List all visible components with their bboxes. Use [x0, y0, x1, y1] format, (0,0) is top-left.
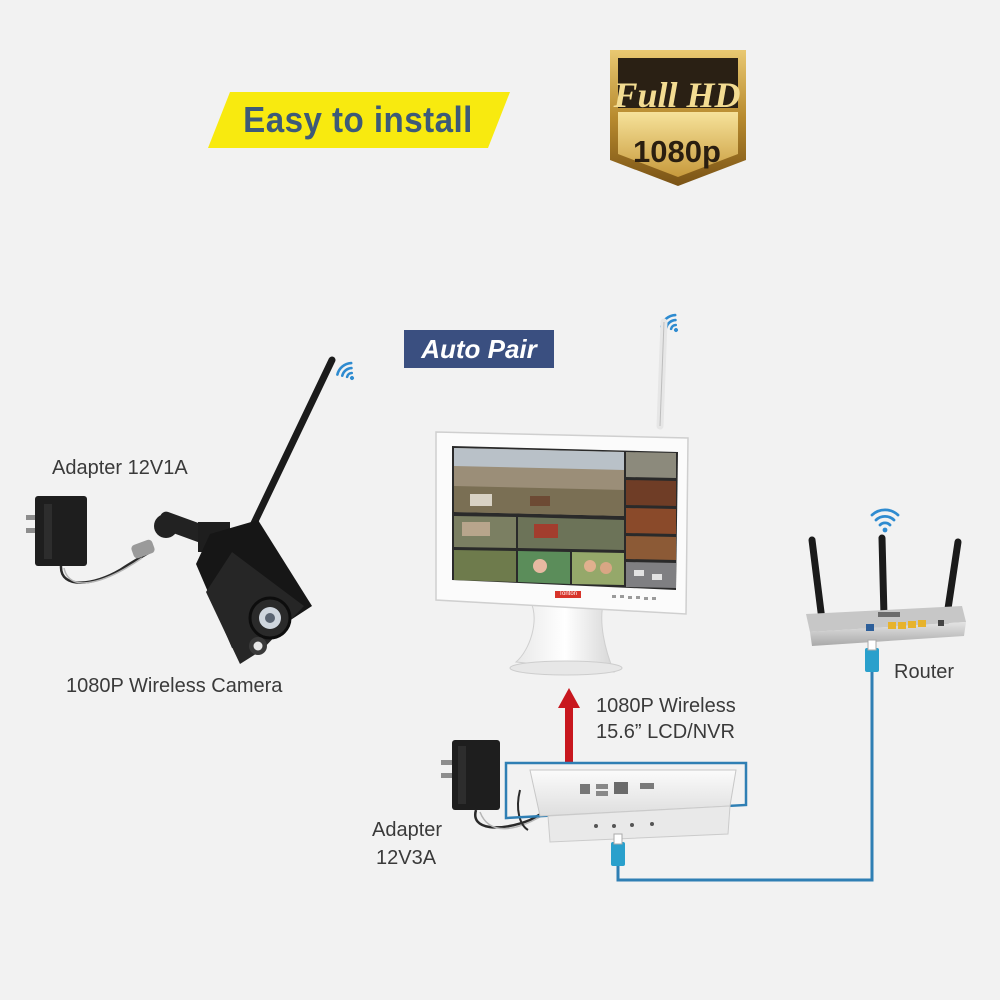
wifi-icon	[336, 361, 354, 380]
brand-logo	[555, 591, 581, 598]
banner-shape	[208, 92, 510, 148]
ethernet-plug	[865, 639, 879, 672]
hd-badge-line1: Full HD	[613, 75, 741, 115]
wireless-camera	[154, 356, 336, 664]
hd-badge-text: Full HD 1080p	[608, 48, 746, 186]
camera-label: 1080P Wireless Camera	[66, 675, 283, 697]
banner-text: Easy to install	[243, 99, 473, 140]
wifi-icon	[870, 508, 900, 533]
network-cable	[616, 668, 874, 882]
monitor-brand-text: Tonton	[558, 591, 577, 597]
monitor-label-line2: 15.6” LCD/NVR	[596, 721, 735, 743]
easy-install-banner: Easy to install	[208, 92, 508, 148]
camera-adapter-label: Adapter 12V1A	[52, 457, 188, 479]
router	[806, 534, 966, 646]
ethernet-plug	[611, 833, 625, 866]
nvr-adapter-label-line1: Adapter	[372, 819, 443, 841]
camera-power-adapter	[26, 496, 155, 584]
nvr-box	[504, 761, 748, 843]
nvr-adapter-label-line2: 12V3A	[376, 847, 437, 869]
upward-arrow	[558, 688, 580, 764]
monitor-buttons	[612, 595, 656, 600]
full-hd-badge	[610, 50, 746, 186]
hd-badge-line2: 1080p	[633, 134, 721, 169]
router-label: Router	[894, 661, 955, 683]
camera-feed-grid	[454, 448, 676, 588]
lcd-monitor	[435, 318, 689, 676]
monitor-label-line1: 1080P Wireless	[596, 695, 736, 717]
auto-pair-label: Auto Pair	[404, 330, 554, 368]
